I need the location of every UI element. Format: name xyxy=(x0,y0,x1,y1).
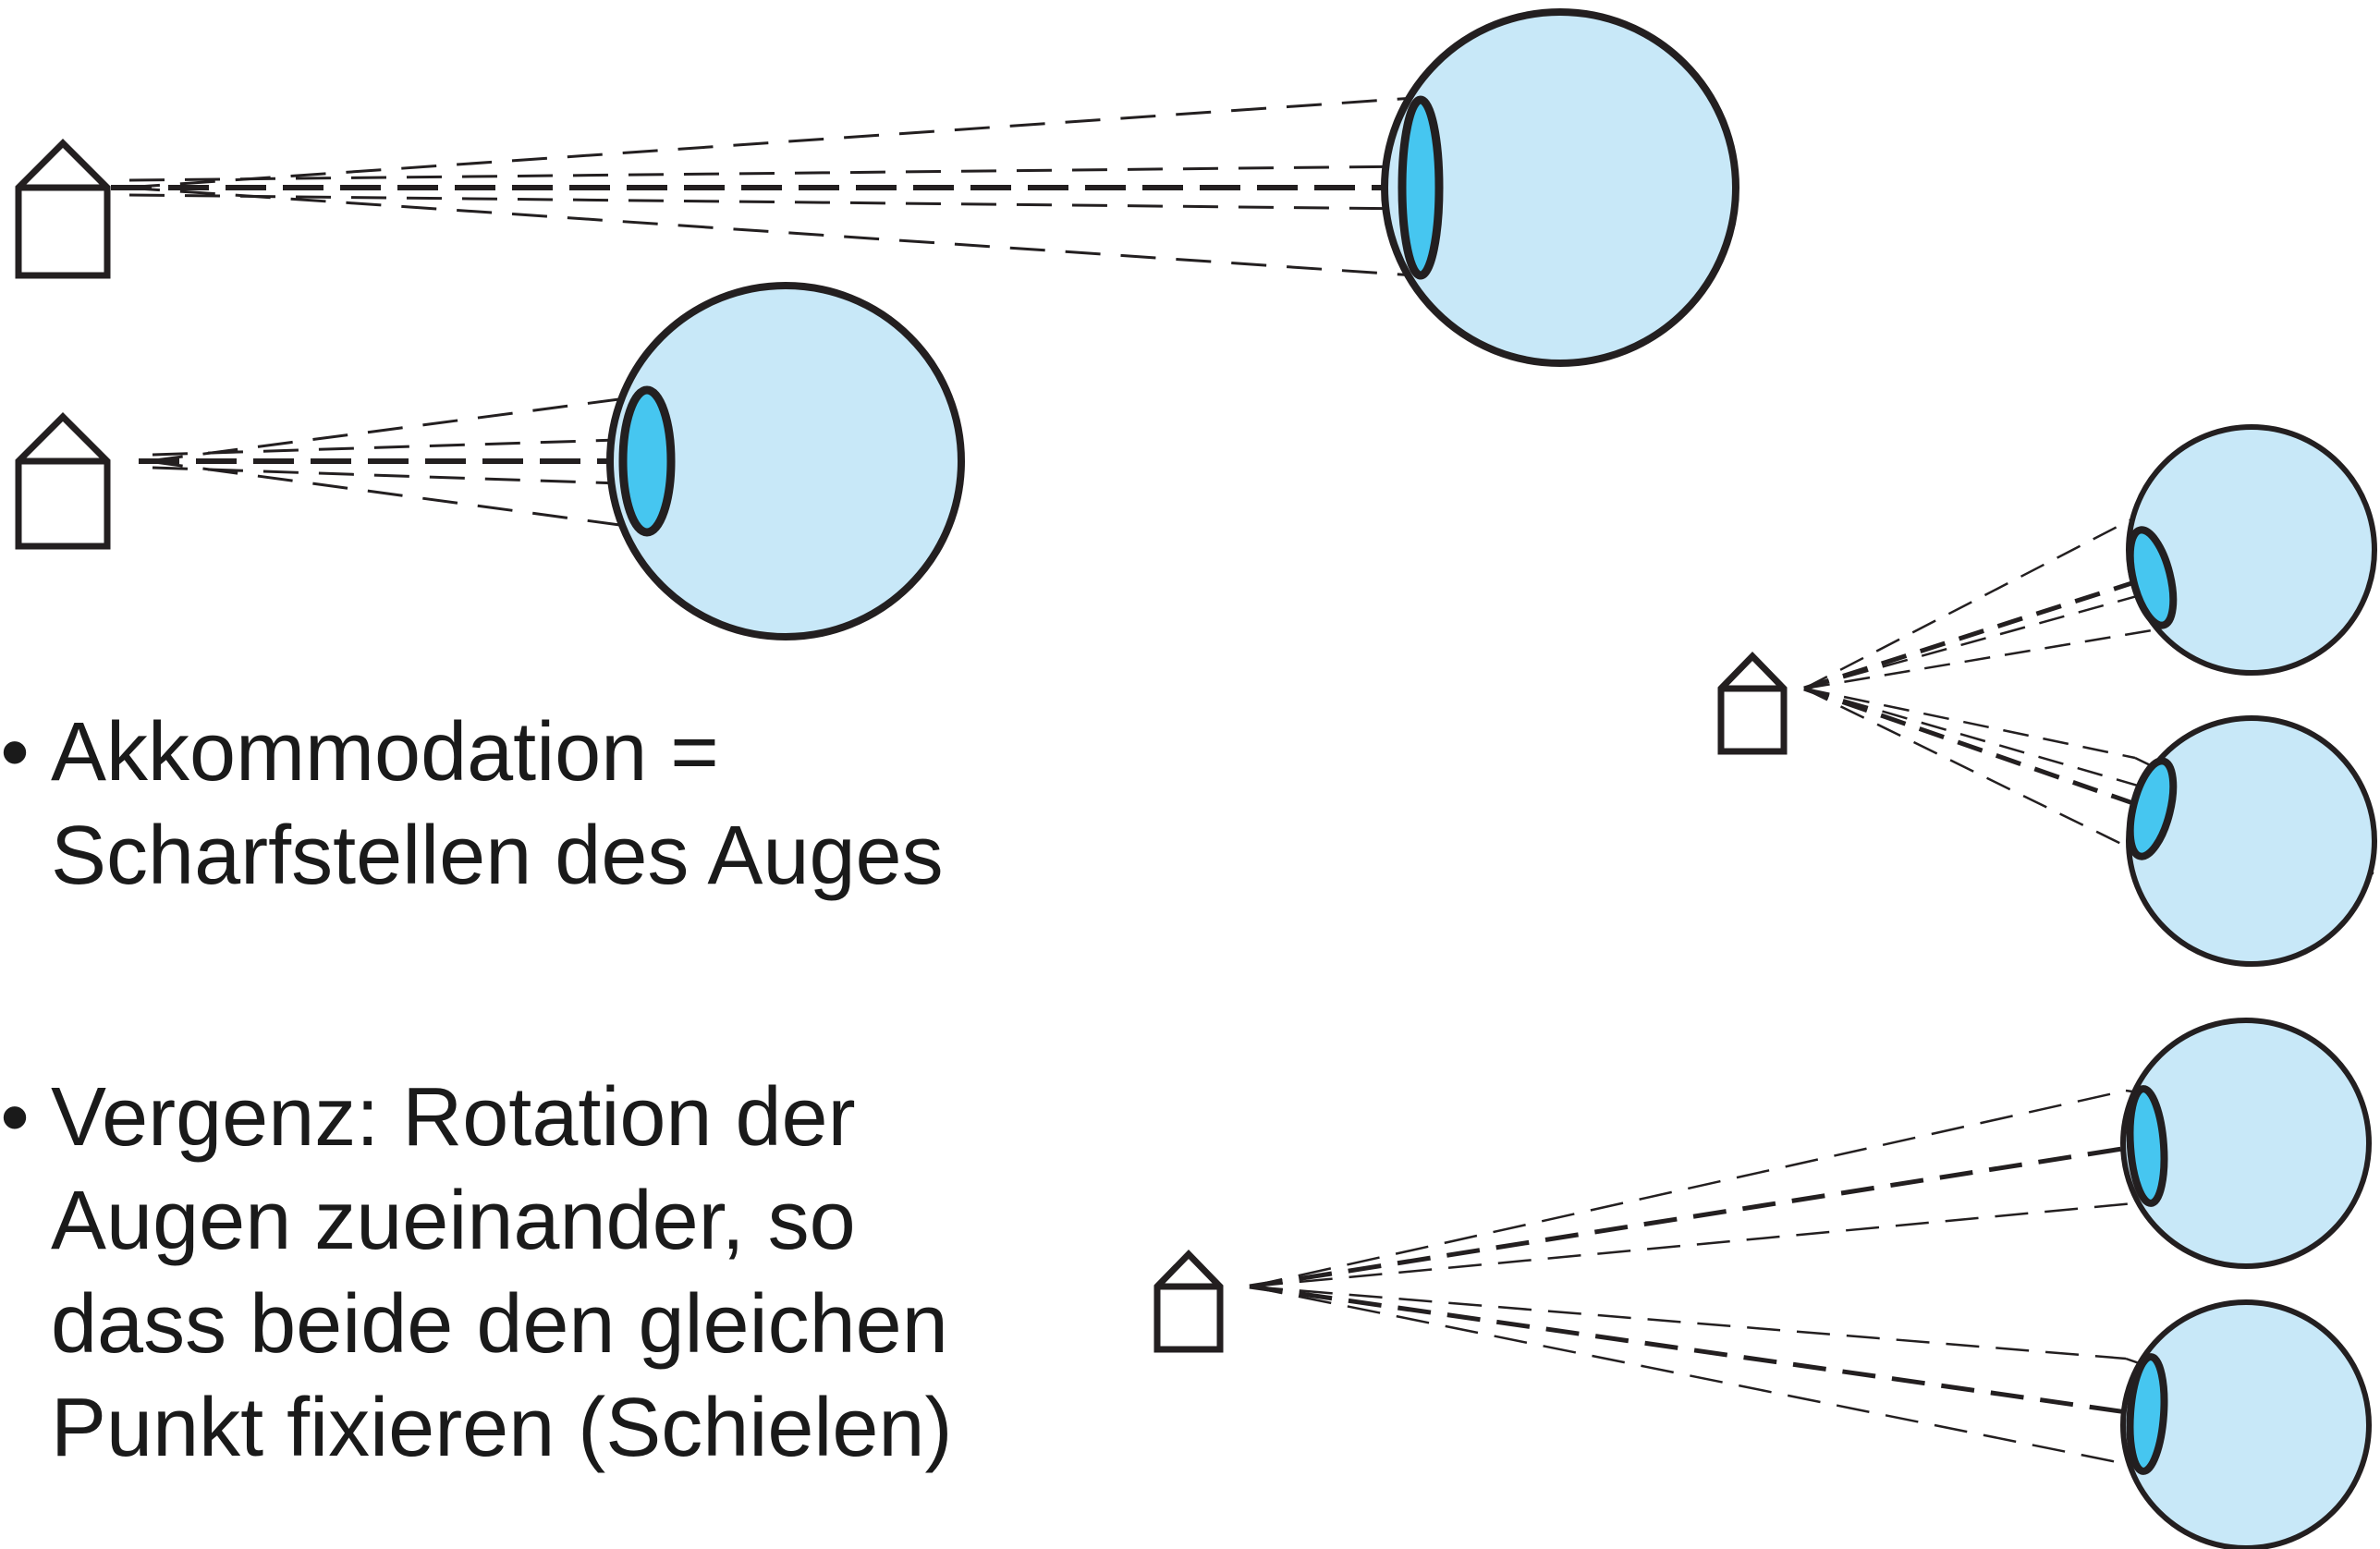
lens-icon xyxy=(2126,526,2178,629)
bullet-line: dass beide den gleichen xyxy=(51,1278,948,1371)
light-ray xyxy=(1249,1089,2127,1288)
light-ray xyxy=(152,466,648,486)
light-ray xyxy=(128,165,1415,182)
eyeball-icon xyxy=(2126,424,2377,676)
bullet-line: Vergenz: Rotation der xyxy=(51,1071,856,1164)
light-ray xyxy=(124,186,1415,277)
light-ray xyxy=(1803,687,2164,866)
light-ray xyxy=(1803,575,2150,691)
house-icon xyxy=(1153,1249,1224,1353)
light-ray xyxy=(128,193,1415,211)
lens-icon xyxy=(1397,95,1444,280)
eyeball-icon xyxy=(606,282,965,640)
bullet-line: Akkommodation = xyxy=(51,706,719,799)
eyeball xyxy=(606,282,965,640)
bullet-line: Scharfstellen des Auges xyxy=(51,810,944,902)
eyeball-icon xyxy=(2126,715,2377,967)
light-ray xyxy=(1803,627,2164,690)
light-ray xyxy=(1803,686,2150,811)
light-ray xyxy=(152,437,648,457)
eyeball xyxy=(2126,424,2377,676)
house-outline xyxy=(1717,651,1788,755)
house-icon xyxy=(15,412,111,550)
light-ray xyxy=(1803,687,2136,760)
light-ray xyxy=(1803,590,2154,690)
eyeball xyxy=(2126,715,2377,967)
eyeball xyxy=(2120,1018,2372,1269)
lens-icon xyxy=(2126,1353,2168,1475)
objects xyxy=(15,139,1788,1353)
eyeball-icon xyxy=(1381,8,1739,367)
lens-icon xyxy=(2126,757,2178,860)
house-icon xyxy=(15,139,111,279)
bullet-marker: • xyxy=(0,1071,30,1164)
light-ray xyxy=(1249,1200,2154,1288)
light-ray xyxy=(147,394,648,463)
bullet-text-vergence: Vergenz: Rotation der Augen zueinander, … xyxy=(51,1066,952,1480)
eyeball xyxy=(1381,8,1739,367)
house-outline xyxy=(15,139,111,279)
light-ray xyxy=(124,96,1415,189)
bullet-text-accommodation: Akkommodation = Scharfstellen des Auges xyxy=(51,701,944,908)
light-ray xyxy=(1249,1284,2141,1417)
eyeball-icon xyxy=(2120,1018,2372,1269)
light-ray xyxy=(1803,516,2136,690)
light-ray xyxy=(1803,687,2154,792)
bullet-line: Augen zueinander, so xyxy=(51,1175,856,1267)
eyeball xyxy=(2120,1299,2372,1549)
house-icon xyxy=(1717,651,1788,755)
light-ray xyxy=(147,459,648,531)
light-ray xyxy=(1249,1285,2154,1471)
lens-icon xyxy=(2126,1085,2168,1207)
bullet-marker: • xyxy=(0,706,30,799)
eyeball-icon xyxy=(2120,1299,2372,1549)
light-ray xyxy=(1249,1143,2141,1289)
house-outline xyxy=(1153,1249,1224,1353)
eyeballs xyxy=(606,8,2377,1549)
bullet-line: Punkt fixieren (Schielen) xyxy=(51,1382,953,1474)
lens-icon xyxy=(618,385,676,537)
light-ray xyxy=(1249,1285,2127,1360)
house-outline xyxy=(15,412,111,550)
